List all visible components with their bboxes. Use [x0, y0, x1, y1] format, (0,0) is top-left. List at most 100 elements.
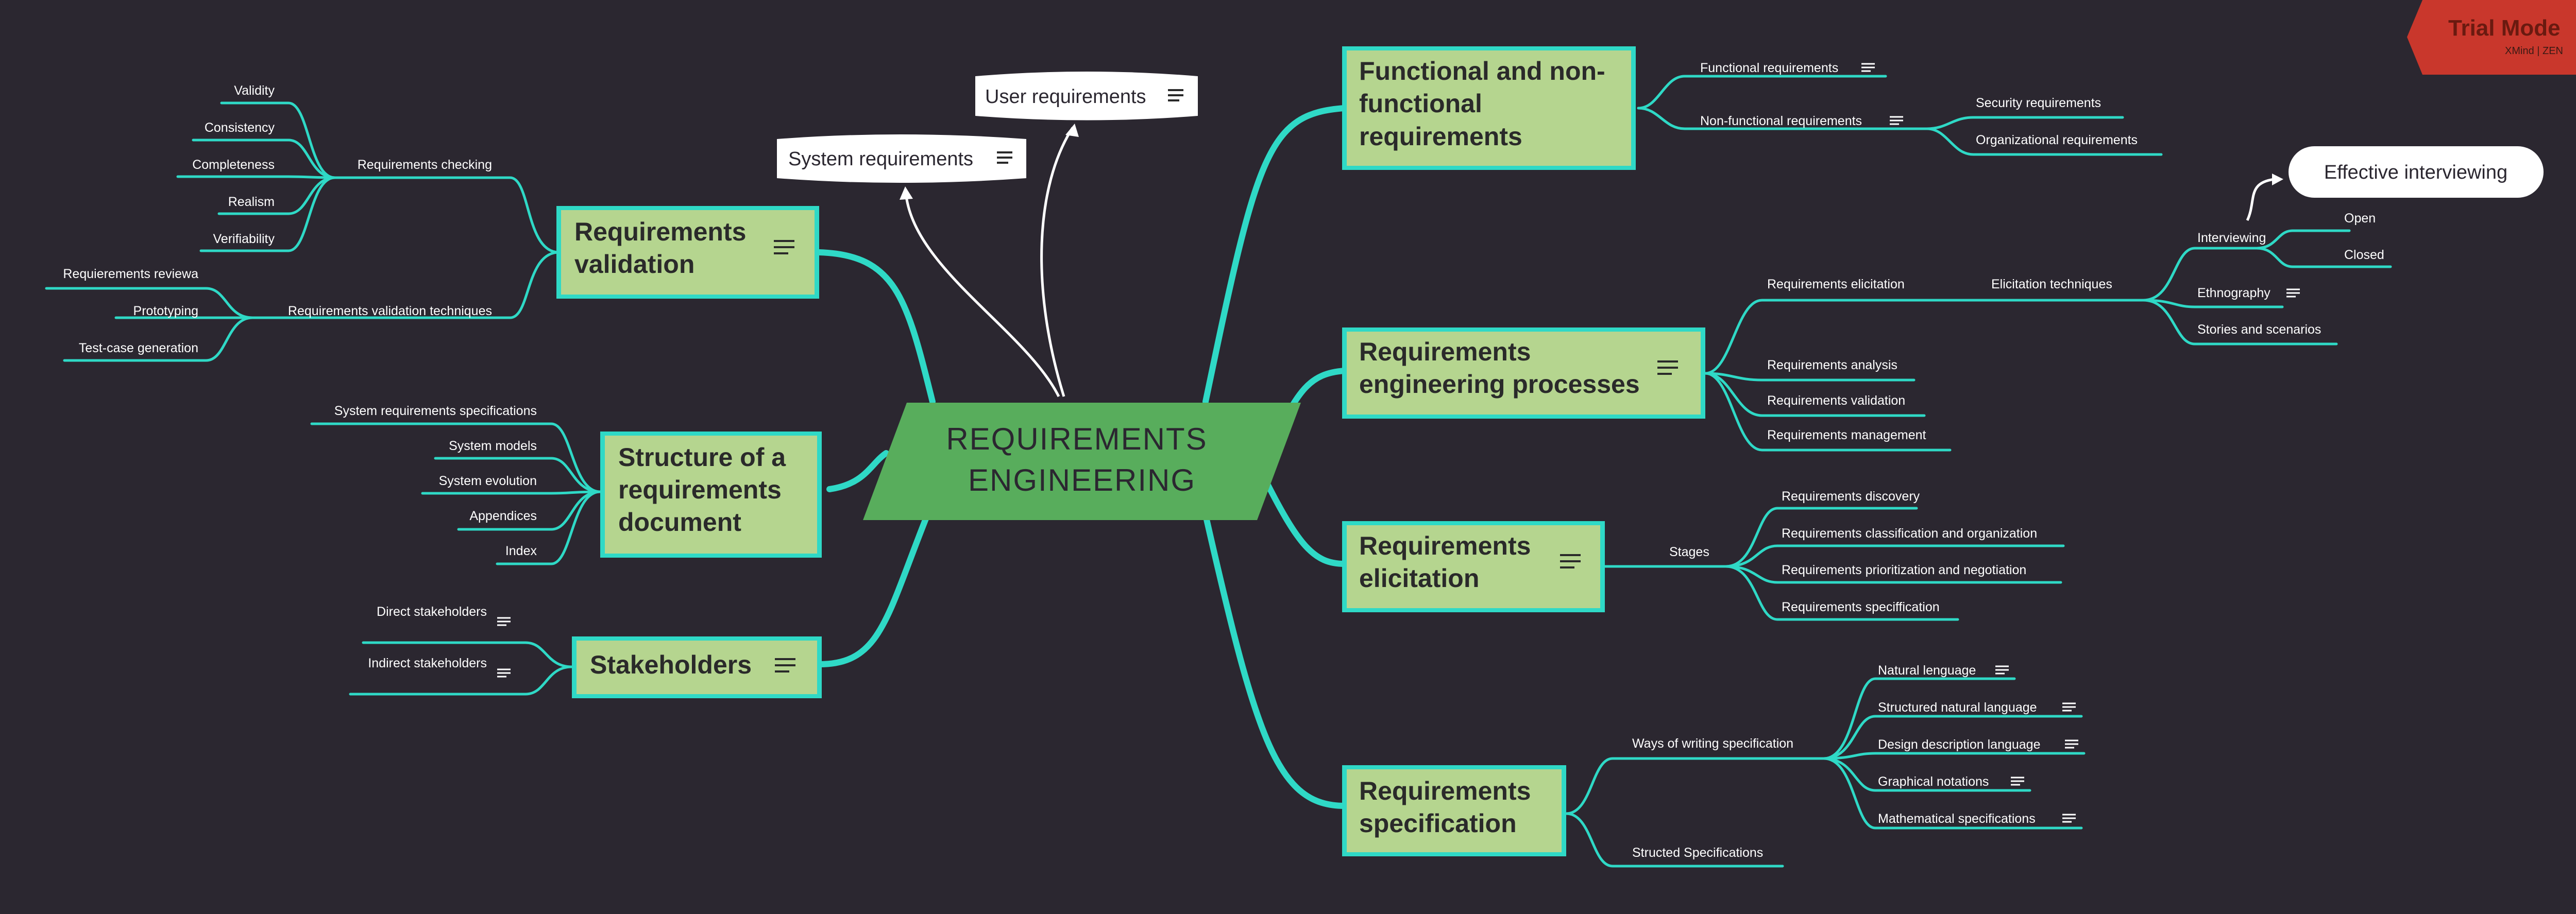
- floating-system-requirements[interactable]: System requirements: [777, 134, 1026, 183]
- topic-label: Stakeholders: [590, 650, 752, 679]
- subtopics-functional: Functional requirements Non-functional r…: [1700, 61, 2138, 147]
- floating-label: User requirements: [985, 86, 1146, 108]
- subtopic-test-case-generation[interactable]: Test-case generation: [79, 341, 198, 355]
- topic-label: Functional and non-: [1359, 57, 1605, 85]
- trial-mode-label: Trial Mode: [2448, 15, 2561, 41]
- connector-validation: [816, 249, 936, 405]
- connector-effective-interviewing: [2246, 178, 2275, 221]
- subtopic-functional-requirements[interactable]: Functional requirements: [1700, 61, 1838, 75]
- subtopics-stakeholders: Direct stakeholders Indirect stakeholder…: [368, 605, 511, 678]
- subtopic-security-requirements[interactable]: Security requirements: [1976, 96, 2101, 110]
- subtopic-ways-of-writing[interactable]: Ways of writing specification: [1632, 736, 1793, 751]
- subtopics-processes: Requirements elicitation Elicitation tec…: [1767, 211, 2384, 442]
- topic-label: Requirements: [1359, 777, 1531, 805]
- notes-icon: [1560, 554, 1581, 568]
- subtopic-nonfunctional-requirements[interactable]: Non-functional requirements: [1700, 114, 1862, 128]
- subtopic-stories-scenarios[interactable]: Stories and scenarios: [2197, 322, 2321, 337]
- subtopic-design-description-language[interactable]: Design description language: [1878, 737, 2041, 752]
- subtopic-open[interactable]: Open: [2344, 211, 2376, 226]
- subtopic-validation-techniques[interactable]: Requirements validation techniques: [288, 304, 492, 318]
- notes-icon: [497, 617, 511, 626]
- topic-label: document: [618, 508, 741, 537]
- subtopic-requirements-analysis[interactable]: Requirements analysis: [1767, 358, 1897, 372]
- subtopic-requirements-discovery[interactable]: Requirements discovery: [1782, 489, 1920, 504]
- central-topic[interactable]: REQUIREMENTS ENGINEERING: [863, 403, 1301, 520]
- subtopic-natural-language[interactable]: Natural lenguage: [1878, 663, 1976, 678]
- notes-icon: [2065, 739, 2078, 749]
- topic-engineering-processes[interactable]: Requirements engineering processes: [1342, 327, 1705, 419]
- topic-document-structure[interactable]: Structure of a requirements document: [600, 432, 822, 558]
- notes-icon: [2062, 814, 2076, 823]
- subtopics-structure: System requirements specifications Syste…: [334, 404, 537, 558]
- topic-label: Requirements: [574, 217, 746, 246]
- subtopic-system-evolution[interactable]: System evolution: [439, 474, 537, 488]
- subtopic-appendices[interactable]: Appendices: [469, 509, 537, 523]
- topic-requirements-specification[interactable]: Requirements specification: [1342, 765, 1566, 856]
- trial-mode-badge[interactable]: [2407, 0, 2576, 75]
- subtopics-specification: Ways of writing specification Structed S…: [1632, 663, 2078, 860]
- floating-user-requirements[interactable]: User requirements: [975, 72, 1198, 120]
- subtopic-srs[interactable]: System requirements specifications: [334, 404, 537, 418]
- topic-label: requirements: [1359, 122, 1522, 151]
- topic-label: engineering processes: [1359, 370, 1640, 399]
- notes-icon: [774, 240, 794, 254]
- subtopic-verifiability[interactable]: Verifiability: [213, 232, 275, 246]
- topic-stakeholders[interactable]: Stakeholders: [572, 636, 822, 698]
- sub-connectors: [45, 75, 2392, 868]
- connector-functional: [1202, 105, 1348, 405]
- subtopic-requirements-elicitation[interactable]: Requirements elicitation: [1767, 277, 1905, 291]
- topic-label: elicitation: [1359, 564, 1479, 593]
- notes-icon: [1890, 116, 1903, 125]
- subtopic-system-models[interactable]: System models: [449, 439, 537, 453]
- connector-system-requirements: [904, 191, 1060, 398]
- arrowhead: [2272, 174, 2283, 185]
- xmind-zen-label: XMind | ZEN: [2505, 45, 2563, 57]
- connector-specification: [1202, 512, 1348, 809]
- subtopic-classification-organization[interactable]: Requirements classification and organiza…: [1782, 526, 2037, 541]
- topic-label: validation: [574, 250, 694, 279]
- subtopic-structed-specifications[interactable]: Structed Specifications: [1632, 846, 1763, 860]
- subtopic-requirements-reviews[interactable]: Requierements reviewa: [63, 267, 198, 281]
- subtopic-consistency[interactable]: Consistency: [205, 120, 275, 135]
- main-connectors: [816, 105, 1348, 809]
- subtopic-organizational-requirements[interactable]: Organizational requirements: [1976, 133, 2138, 147]
- notes-icon: [1168, 89, 1183, 101]
- notes-icon: [2286, 288, 2300, 298]
- subtopic-requirements-management[interactable]: Requirements management: [1767, 428, 1926, 442]
- subtopic-closed[interactable]: Closed: [2344, 248, 2384, 262]
- subtopic-realism[interactable]: Realism: [228, 195, 275, 209]
- notes-icon: [775, 658, 795, 672]
- arrowhead: [1065, 124, 1079, 137]
- floating-effective-interviewing[interactable]: Effective interviewing: [2289, 146, 2544, 198]
- floating-connectors: [900, 124, 2283, 398]
- subtopic-completeness[interactable]: Completeness: [192, 158, 275, 172]
- subtopic-index[interactable]: Index: [505, 544, 537, 558]
- subtopic-graphical-notations[interactable]: Graphical notations: [1878, 774, 1989, 789]
- subtopic-indirect-stakeholders[interactable]: Indirect stakeholders: [368, 656, 487, 670]
- notes-icon: [2011, 777, 2024, 786]
- topic-label: requirements: [618, 475, 782, 504]
- topic-requirements-elicitation[interactable]: Requirements elicitation: [1342, 521, 1605, 612]
- subtopic-ethnography[interactable]: Ethnography: [2197, 286, 2270, 300]
- subtopic-interviewing[interactable]: Interviewing: [2197, 231, 2266, 245]
- subtopic-requirements-checking[interactable]: Requirements checking: [358, 158, 492, 172]
- subtopic-requirements-specification[interactable]: Requirements speciffication: [1782, 600, 1940, 614]
- subtopic-elicitation-techniques[interactable]: Elicitation techniques: [1991, 277, 2112, 291]
- subtopic-prioritization-negotiation[interactable]: Requirements prioritization and negotiat…: [1782, 563, 2026, 577]
- notes-icon: [1861, 63, 1875, 72]
- central-title-line-1: REQUIREMENTS: [946, 422, 1207, 456]
- subtopic-requirements-validation[interactable]: Requirements validation: [1767, 393, 1905, 408]
- subtopic-validity[interactable]: Validity: [234, 83, 275, 98]
- topic-requirements-validation[interactable]: Requirements validation: [556, 206, 819, 299]
- topic-label: Requirements: [1359, 531, 1531, 560]
- topic-label: functional: [1359, 89, 1482, 118]
- subtopic-mathematical-specifications[interactable]: Mathematical specifications: [1878, 812, 2036, 826]
- topic-functional-requirements[interactable]: Functional and non- functional requireme…: [1342, 46, 1636, 170]
- subtopic-stages[interactable]: Stages: [1669, 545, 1709, 559]
- topic-label: specification: [1359, 809, 1517, 838]
- subtopic-prototyping[interactable]: Prototyping: [133, 304, 198, 318]
- subtopics-elicitation: Stages Requirements discovery Requiremen…: [1669, 489, 2037, 614]
- subtopic-structured-natural-language[interactable]: Structured natural language: [1878, 700, 2037, 715]
- subtopic-direct-stakeholders[interactable]: Direct stakeholders: [377, 605, 487, 619]
- floating-label: Effective interviewing: [2324, 162, 2507, 183]
